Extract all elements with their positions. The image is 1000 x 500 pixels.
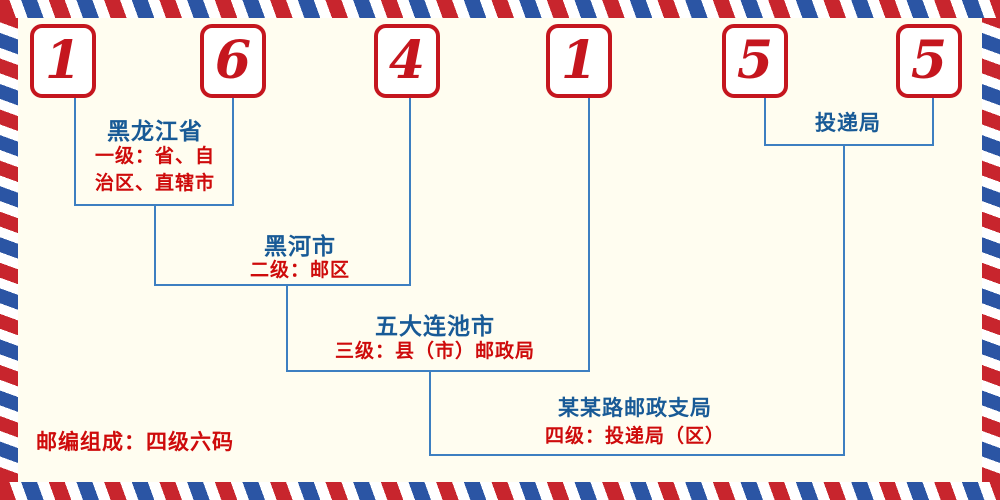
- connector-digit6-down: [932, 98, 934, 146]
- postal-digit-2: 6: [214, 30, 252, 91]
- connector-level4-bracket: [429, 454, 845, 456]
- level-2-region-name: 黑河市: [264, 234, 336, 260]
- connector-digit1-down: [74, 98, 76, 206]
- postal-digit-box-5: 5: [722, 24, 788, 98]
- connector-digit2-down: [232, 98, 234, 206]
- connector-level3-descent: [429, 370, 431, 456]
- connector-digit3-down: [409, 98, 411, 286]
- composition-note: 邮编组成：四级六码: [36, 430, 234, 454]
- postal-digit-box-6: 5: [896, 24, 962, 98]
- level-4-description: 四级：投递局（区）: [544, 425, 725, 447]
- level-2-description: 二级：邮区: [249, 259, 350, 281]
- connector-level3-bracket: [286, 370, 590, 372]
- airmail-border-right: [982, 18, 1000, 482]
- postal-digit-box-4: 1: [546, 24, 612, 98]
- postal-digit-3: 4: [388, 30, 426, 91]
- level-3-region-name: 五大连池市: [375, 314, 495, 340]
- postal-digit-5: 5: [736, 30, 774, 91]
- connector-digit4-down: [588, 98, 590, 372]
- airmail-border-top: [0, 0, 1000, 18]
- level-4-branch-name: 某某路邮政支局: [558, 396, 712, 420]
- postal-digit-box-1: 1: [30, 24, 96, 98]
- postal-digit-box-3: 4: [374, 24, 440, 98]
- postal-digit-1: 1: [44, 30, 82, 91]
- connector-level2-bracket: [154, 284, 411, 286]
- connector-delivery-bracket: [764, 144, 934, 146]
- level-3-description: 三级：县（市）邮政局: [334, 340, 535, 362]
- postal-digit-box-2: 6: [200, 24, 266, 98]
- airmail-border-bottom: [0, 482, 1000, 500]
- connector-level2-descent: [286, 284, 288, 372]
- delivery-office-label: 投递局: [815, 111, 881, 135]
- connector-delivery-riser: [843, 144, 845, 456]
- level-1-description: 一级：省、自治区、直辖市: [94, 145, 215, 194]
- level-1-region-name: 黑龙江省: [107, 119, 203, 145]
- postal-digit-4: 1: [560, 30, 598, 91]
- airmail-border-left: [0, 18, 18, 482]
- postal-digit-6: 5: [910, 30, 948, 91]
- connector-digit5-down: [764, 98, 766, 146]
- connector-level1-descent: [154, 204, 156, 286]
